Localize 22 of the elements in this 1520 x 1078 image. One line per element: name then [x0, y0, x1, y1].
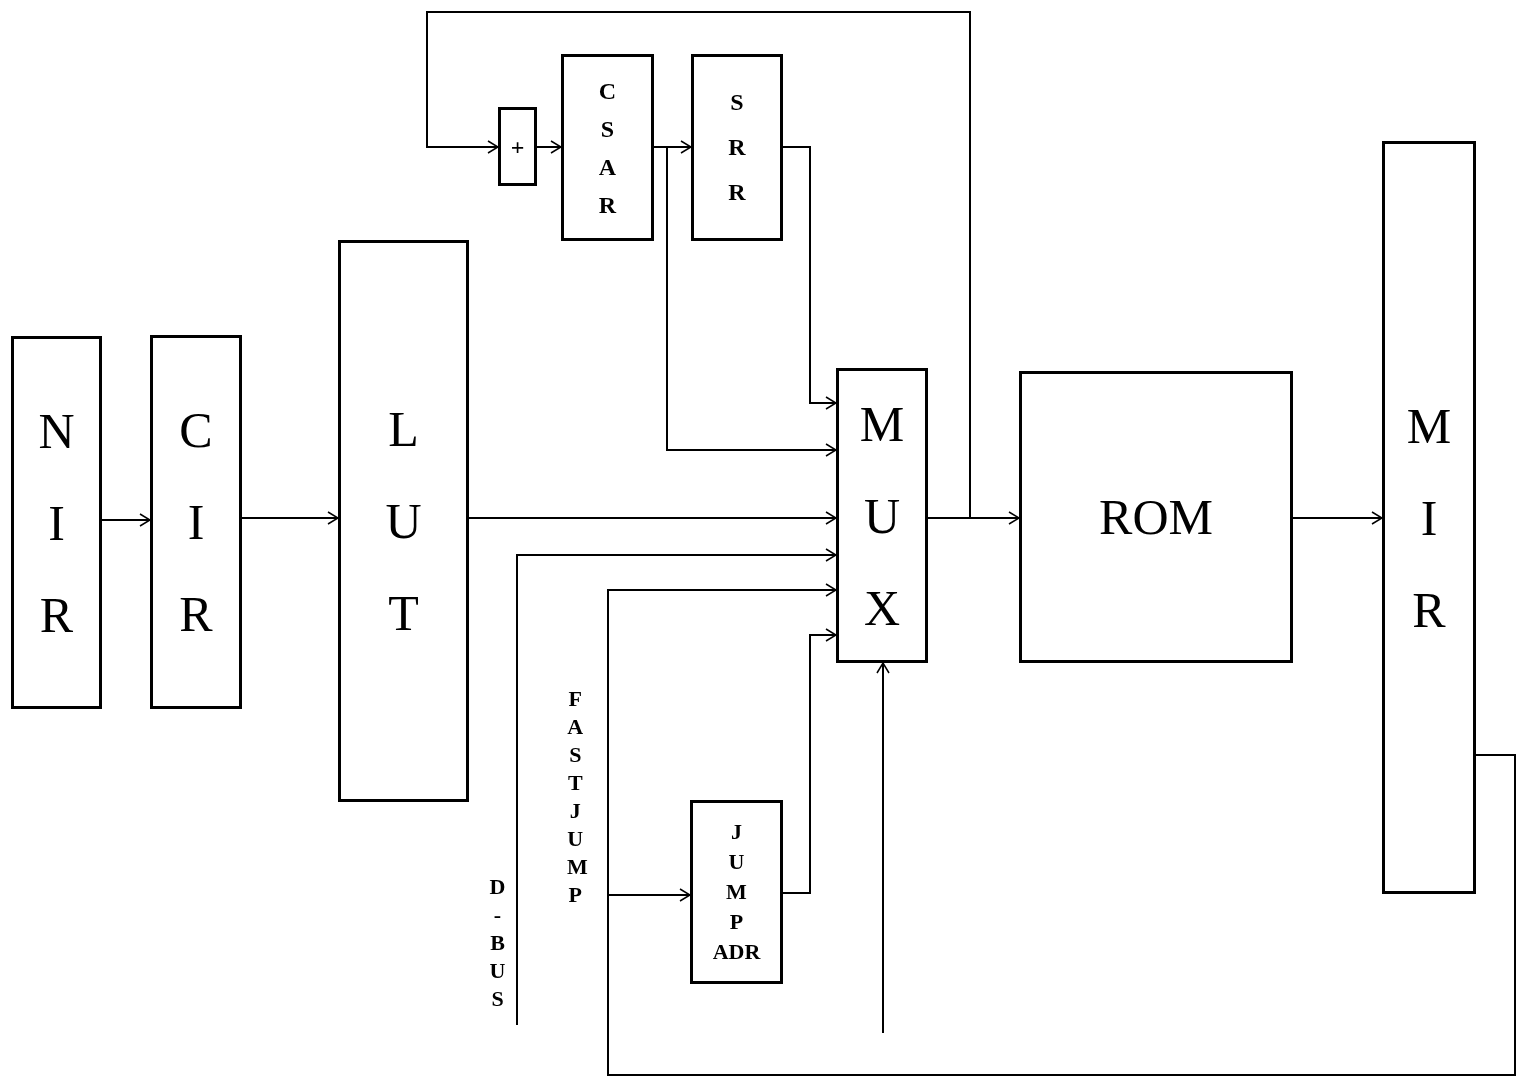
- register-box: M I R: [1382, 141, 1476, 894]
- register-box: N I R: [11, 336, 102, 709]
- register-box: J U M P ADR: [690, 800, 783, 984]
- arrow: [782, 628, 837, 894]
- arrow: [607, 754, 1516, 1076]
- register-box: S R R: [691, 54, 783, 241]
- arrow: [1292, 511, 1383, 525]
- arrow: [426, 11, 971, 519]
- arrow: [241, 511, 339, 525]
- register-box: ROM: [1019, 371, 1293, 663]
- register-box: C S A R: [561, 54, 654, 241]
- arrow: [516, 548, 837, 1026]
- arrow: [468, 511, 837, 525]
- arrow: [101, 513, 151, 527]
- register-box: +: [498, 107, 537, 186]
- register-box: L U T: [338, 240, 469, 802]
- bus-label: D-BUS: [478, 860, 517, 1025]
- arrow: [876, 662, 890, 1034]
- register-box: M U X: [836, 368, 928, 663]
- arrow: [536, 140, 562, 154]
- register-box: C I R: [150, 335, 242, 709]
- arrow: [782, 146, 837, 410]
